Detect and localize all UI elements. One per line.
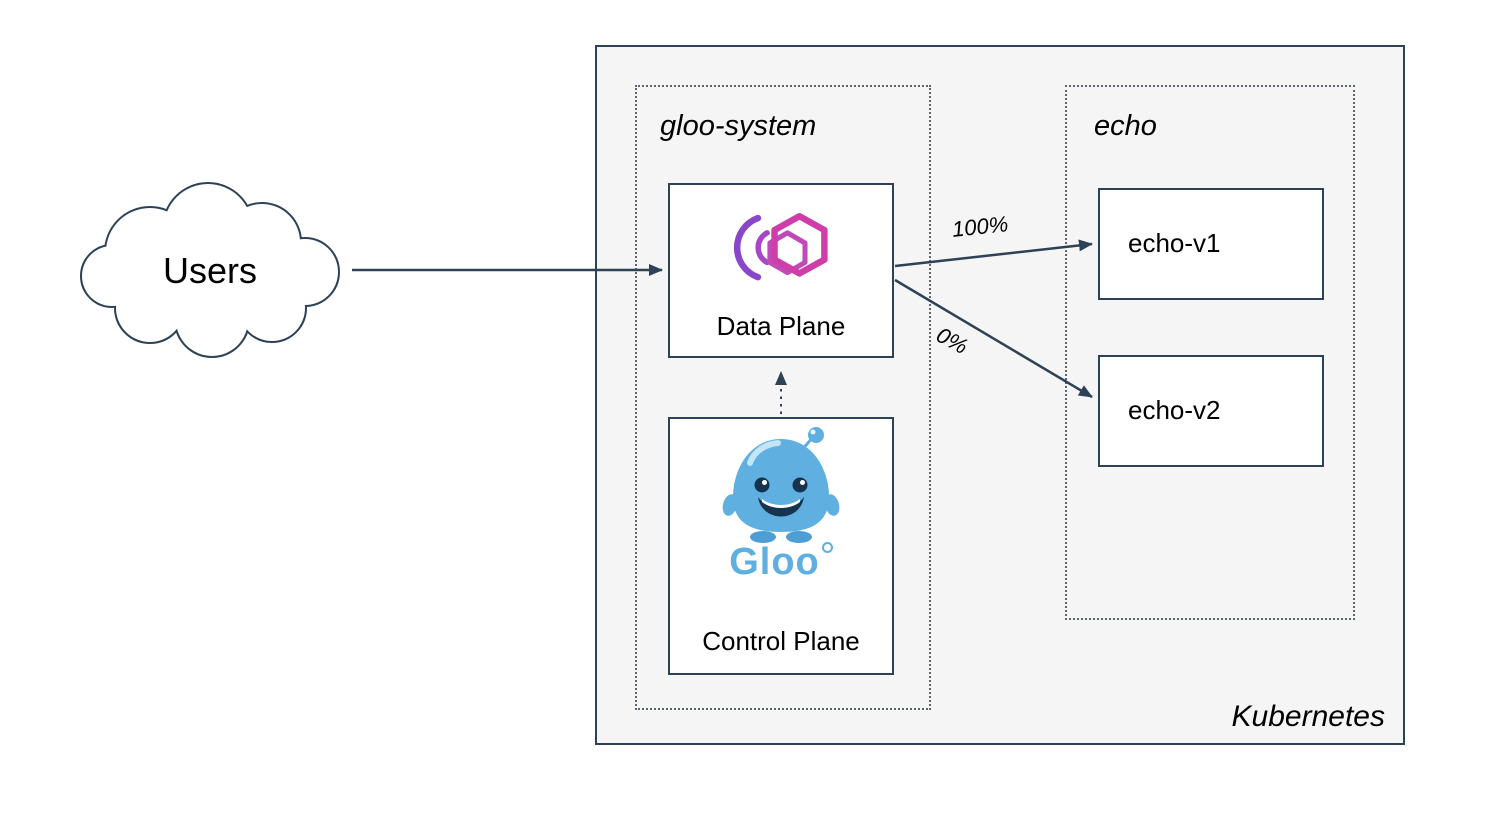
gloo-mascot-icon bbox=[722, 427, 840, 543]
users-label: Users bbox=[162, 250, 257, 291]
echo-v2-label: echo-v2 bbox=[1128, 395, 1221, 426]
data-plane-label: Data Plane bbox=[716, 310, 846, 341]
namespace-echo-label: echo bbox=[1094, 110, 1157, 142]
gloo-proxy-icon bbox=[733, 213, 828, 281]
data-plane-node: Data Plane bbox=[668, 183, 894, 358]
gloo-wordmark: Gloo bbox=[729, 543, 833, 581]
namespace-echo-box bbox=[1065, 85, 1355, 620]
namespace-gloo-system-label: gloo-system bbox=[660, 110, 817, 142]
echo-v1-node: echo-v1 bbox=[1098, 188, 1324, 300]
kubernetes-label: Kubernetes bbox=[1231, 700, 1385, 733]
control-plane-label: Control Plane bbox=[702, 625, 860, 656]
control-plane-node: Gloo Control Plane bbox=[668, 417, 894, 675]
echo-v1-label: echo-v1 bbox=[1128, 228, 1221, 259]
echo-v2-node: echo-v2 bbox=[1098, 355, 1324, 467]
